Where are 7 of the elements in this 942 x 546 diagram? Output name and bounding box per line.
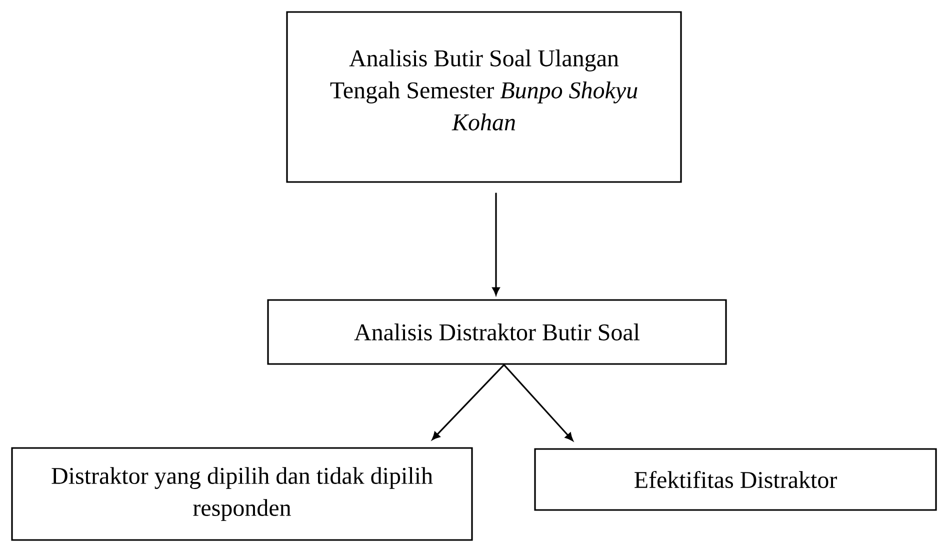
process-box: Distraktor yang dipilih dan tidak dipilih responden: [11, 447, 473, 541]
process-box: Efektifitas Distraktor: [534, 448, 937, 511]
process-box: Analisis Butir Soal Ulangan Tengah Semester Bunpo Shokyu Kohan: [286, 11, 682, 183]
process-box: Analisis Distraktor Butir Soal: [267, 299, 727, 365]
arrow: [503, 364, 574, 441]
arrow: [432, 364, 505, 440]
arrow: [492, 192, 500, 296]
